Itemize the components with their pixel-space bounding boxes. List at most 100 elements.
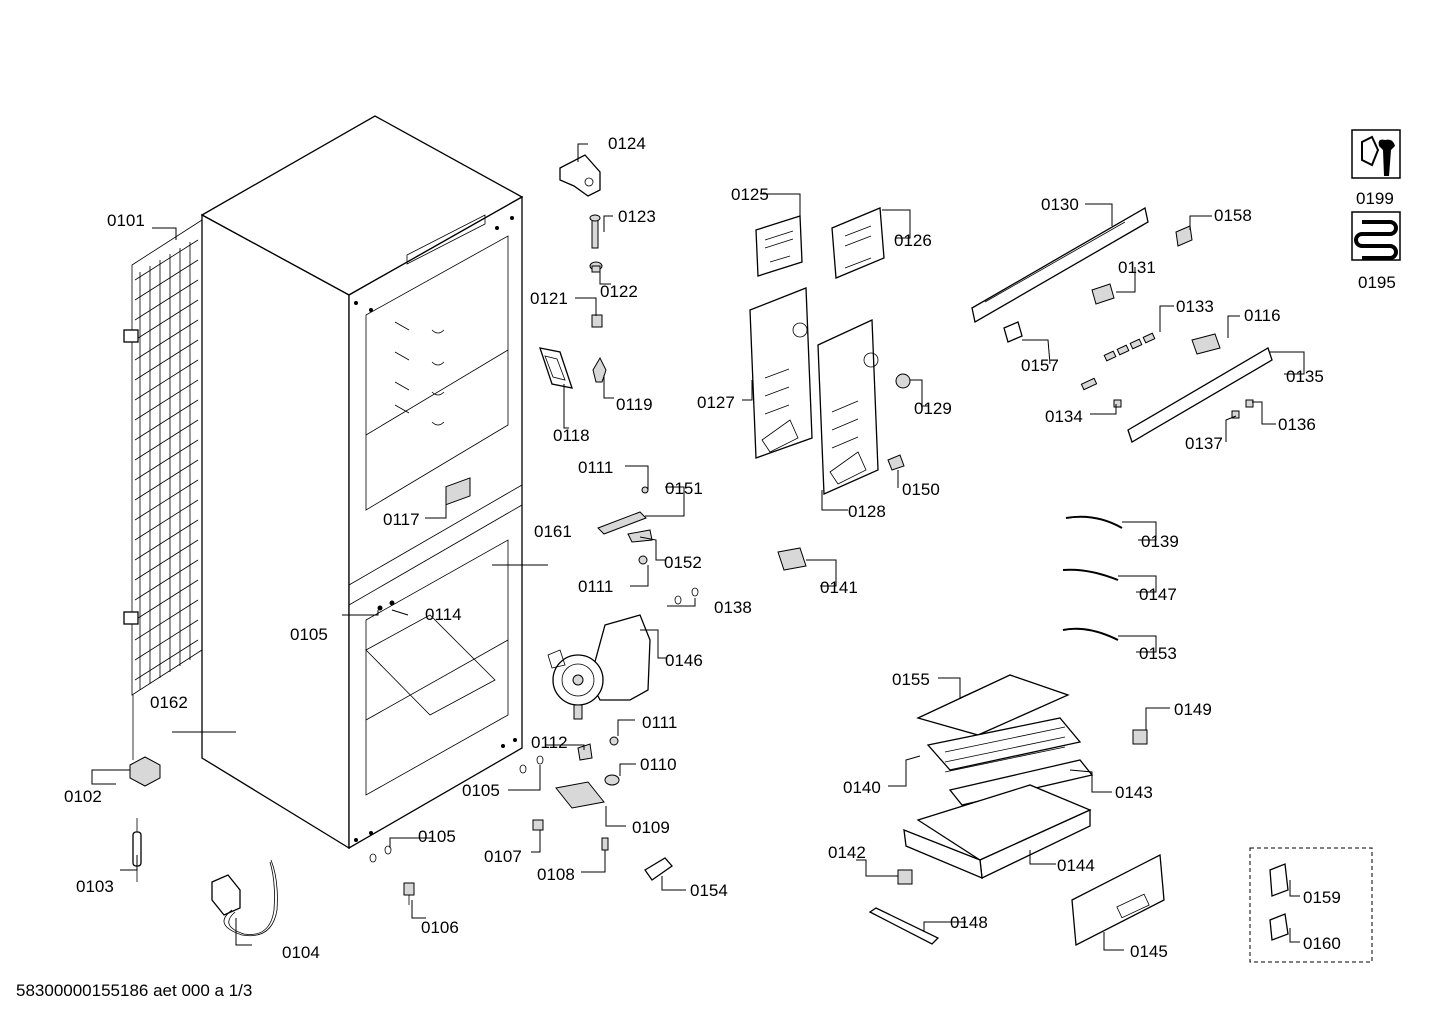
label-0157: 0157 <box>1021 356 1059 375</box>
part-0141-shape <box>777 547 807 571</box>
part-0134-shape <box>1080 377 1122 408</box>
hinge-0124 <box>559 154 601 197</box>
label-0143: 0143 <box>1115 783 1153 802</box>
drawing-reference-number: 58300000155186 aet 000 a 1/3 <box>16 981 253 1000</box>
label-0152: 0152 <box>664 553 702 572</box>
part-0133-shapes <box>1103 332 1156 362</box>
part-0154-shape <box>644 857 673 881</box>
panel-0125 <box>755 215 803 277</box>
label-0160: 0160 <box>1303 934 1341 953</box>
label-0140: 0140 <box>843 778 881 797</box>
part-0149-shape <box>1132 729 1148 745</box>
label-0138: 0138 <box>714 598 752 617</box>
screw-0108 <box>601 837 609 851</box>
label-0128: 0128 <box>848 502 886 521</box>
optional-parts-box <box>1249 847 1373 963</box>
label-0130: 0130 <box>1041 195 1079 214</box>
label-0148: 0148 <box>950 913 988 932</box>
label-0141: 0141 <box>820 578 858 597</box>
label-0112: 0112 <box>531 733 568 752</box>
label-0133: 0133 <box>1176 297 1214 316</box>
part-0103-shape <box>132 818 142 882</box>
part-0131-shape <box>1091 283 1115 305</box>
wrench-nut-icon <box>1351 129 1401 179</box>
label-0161: 0161 <box>534 522 572 541</box>
label-0150: 0150 <box>902 480 940 499</box>
evaporator-assembly <box>903 674 1094 880</box>
label-0110: 0110 <box>640 755 677 774</box>
part-0106-shape <box>403 882 415 905</box>
panel-0126 <box>831 207 885 279</box>
part-0102-shape <box>129 756 161 787</box>
label-0123: 0123 <box>618 207 656 226</box>
label-0134: 0134 <box>1045 407 1083 426</box>
bracket-0109 <box>555 781 605 809</box>
bracket-0151 <box>597 486 649 535</box>
label-0108: 0108 <box>537 865 575 884</box>
label-0159: 0159 <box>1303 888 1341 907</box>
part-labels: 0101 0102 0103 0104 0105 0106 0105 0114 … <box>64 134 1396 962</box>
label-0146: 0146 <box>665 651 703 670</box>
label-0162: 0162 <box>150 693 188 712</box>
label-0114: 0114 <box>425 605 462 624</box>
label-0129: 0129 <box>914 399 952 418</box>
label-0124: 0124 <box>608 134 646 153</box>
leader-lines <box>91 143 1305 951</box>
housing-0128 <box>817 319 879 495</box>
label-0142: 0142 <box>828 843 866 862</box>
part-0157-shape <box>1003 321 1023 343</box>
part-0152-shape <box>627 529 653 543</box>
label-0154: 0154 <box>690 881 728 900</box>
label-0111-top: 0111 <box>578 458 613 477</box>
label-0151: 0151 <box>665 479 703 498</box>
label-0147: 0147 <box>1139 585 1177 604</box>
coil-icon <box>1351 211 1401 261</box>
part-0121-shape <box>591 314 603 328</box>
label-0145: 0145 <box>1130 942 1168 961</box>
label-0149: 0149 <box>1174 700 1212 719</box>
strip-0135 <box>1127 347 1273 443</box>
label-0136: 0136 <box>1278 415 1316 434</box>
label-0137: 0137 <box>1185 434 1223 453</box>
screw-0107 <box>532 819 544 831</box>
strip-0148 <box>868 907 940 945</box>
knob-0129 <box>895 373 911 389</box>
label-0118: 0118 <box>553 426 590 445</box>
label-0111-mid: 0111 <box>578 577 613 596</box>
label-0139: 0139 <box>1141 532 1179 551</box>
screw-0111-low <box>609 736 619 746</box>
part-0142-shape <box>897 869 913 885</box>
label-0117: 0117 <box>383 510 420 529</box>
refrigerator-cabinet <box>200 115 524 850</box>
part-0110-shape <box>604 774 620 786</box>
label-0155: 0155 <box>892 670 930 689</box>
label-0121: 0121 <box>530 289 568 308</box>
label-0158: 0158 <box>1214 206 1252 225</box>
label-0109: 0109 <box>632 818 670 837</box>
washers-0105 <box>369 587 699 863</box>
label-0102: 0102 <box>64 787 102 806</box>
housing-0127 <box>749 287 813 459</box>
condenser-coil <box>123 219 203 760</box>
label-0106: 0106 <box>421 918 459 937</box>
panel-0145 <box>1071 853 1165 947</box>
part-0158-shape <box>1175 225 1193 247</box>
fan-housing-0146 <box>547 614 651 720</box>
label-0116: 0116 <box>1244 306 1281 325</box>
label-0122: 0122 <box>600 282 638 301</box>
label-0199: 0199 <box>1356 189 1394 208</box>
label-0153: 0153 <box>1139 644 1177 663</box>
label-0135: 0135 <box>1286 367 1324 386</box>
hinge-pin-0123 <box>589 214 601 249</box>
part-0150-shape <box>887 454 905 471</box>
label-0107: 0107 <box>484 847 522 866</box>
bushing-0122 <box>589 261 603 273</box>
cables-0139-0147-0153 <box>1062 515 1123 641</box>
label-0103: 0103 <box>76 877 114 896</box>
label-0104: 0104 <box>282 943 320 962</box>
label-0105-bottom: 0105 <box>418 827 456 846</box>
label-0105-mid: 0105 <box>462 781 500 800</box>
label-0126: 0126 <box>894 231 932 250</box>
label-0127: 0127 <box>697 393 735 412</box>
